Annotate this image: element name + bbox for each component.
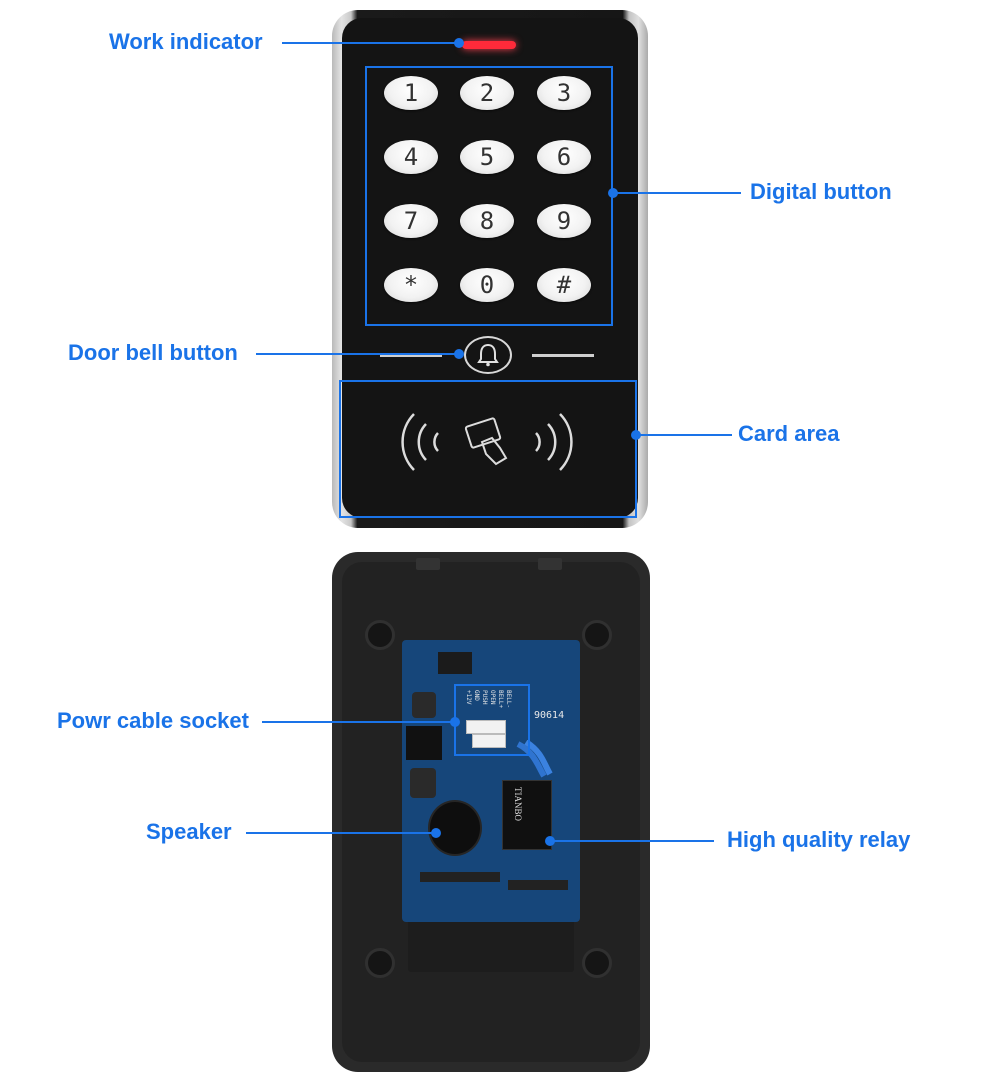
connector-pin-label: BELL- — [505, 690, 512, 708]
connector-pin-label: +12V — [465, 690, 472, 705]
speaker-dot — [431, 828, 441, 838]
connector-pin-label: BELL+ — [497, 690, 504, 708]
power-connector-upper — [466, 720, 506, 734]
key-6[interactable]: 6 — [537, 140, 591, 174]
chip-top — [438, 652, 472, 674]
cable-channel — [408, 920, 574, 972]
card-area-box — [339, 380, 637, 518]
relay-dot — [545, 836, 555, 846]
relay-component: TIANBO — [502, 780, 552, 850]
door-bell-button-label: Door bell button — [68, 340, 238, 365]
digital-button-leader — [615, 192, 741, 194]
relay-leader — [552, 840, 714, 842]
speaker-leader — [246, 832, 436, 834]
card-area-label: Card area — [738, 421, 840, 446]
power-cable-socket-box — [454, 684, 530, 756]
key-5[interactable]: 5 — [460, 140, 514, 174]
speaker-label: Speaker — [146, 819, 232, 844]
door-bell-dot — [454, 349, 464, 359]
key-0[interactable]: 0 — [460, 268, 514, 302]
power-cable-leader — [262, 721, 454, 723]
key-2[interactable]: 2 — [460, 76, 514, 110]
door-bell-button[interactable] — [464, 336, 512, 374]
power-connector-lower — [472, 734, 506, 748]
screw-hole-top-left — [365, 620, 395, 650]
capacitor-top — [412, 692, 436, 718]
key-4[interactable]: 4 — [384, 140, 438, 174]
door-bell-line-left — [380, 354, 442, 357]
card-area-dot — [631, 430, 641, 440]
connector-pin-label: PUSH — [481, 690, 488, 705]
relay-brand-text: TIANBO — [513, 787, 523, 821]
card-area-leader — [638, 434, 732, 436]
work-indicator-leader — [282, 42, 458, 44]
pcb-silkscreen-code: 90614 — [534, 710, 565, 721]
connector-pin-label: OPEN — [489, 690, 496, 705]
door-bell-leader — [256, 353, 458, 355]
smd-row-2 — [508, 880, 568, 890]
door-bell-line-right — [532, 354, 594, 357]
work-indicator-dot — [454, 38, 464, 48]
key-1[interactable]: 1 — [384, 76, 438, 110]
smd-row — [420, 872, 500, 882]
bell-icon — [477, 343, 499, 367]
work-indicator-light — [462, 41, 516, 49]
key-star[interactable]: * — [384, 268, 438, 302]
screw-hole-bottom-right — [582, 948, 612, 978]
key-hash[interactable]: # — [537, 268, 591, 302]
connector-pin-label: GND — [473, 690, 480, 701]
work-indicator-label: Work indicator — [109, 29, 263, 54]
key-3[interactable]: 3 — [537, 76, 591, 110]
transistor-block — [406, 726, 442, 760]
top-tab-left — [416, 558, 440, 570]
screw-hole-top-right — [582, 620, 612, 650]
key-8[interactable]: 8 — [460, 204, 514, 238]
digital-button-dot — [608, 188, 618, 198]
rfid-card-icon — [401, 413, 573, 471]
key-7[interactable]: 7 — [384, 204, 438, 238]
capacitor-bottom — [410, 768, 436, 798]
power-cable-socket-label: Powr cable socket — [57, 708, 249, 733]
top-tab-right — [538, 558, 562, 570]
power-cable-dot — [450, 717, 460, 727]
key-9[interactable]: 9 — [537, 204, 591, 238]
high-quality-relay-label: High quality relay — [727, 827, 911, 852]
digital-button-label: Digital button — [750, 179, 892, 204]
screw-hole-bottom-left — [365, 948, 395, 978]
